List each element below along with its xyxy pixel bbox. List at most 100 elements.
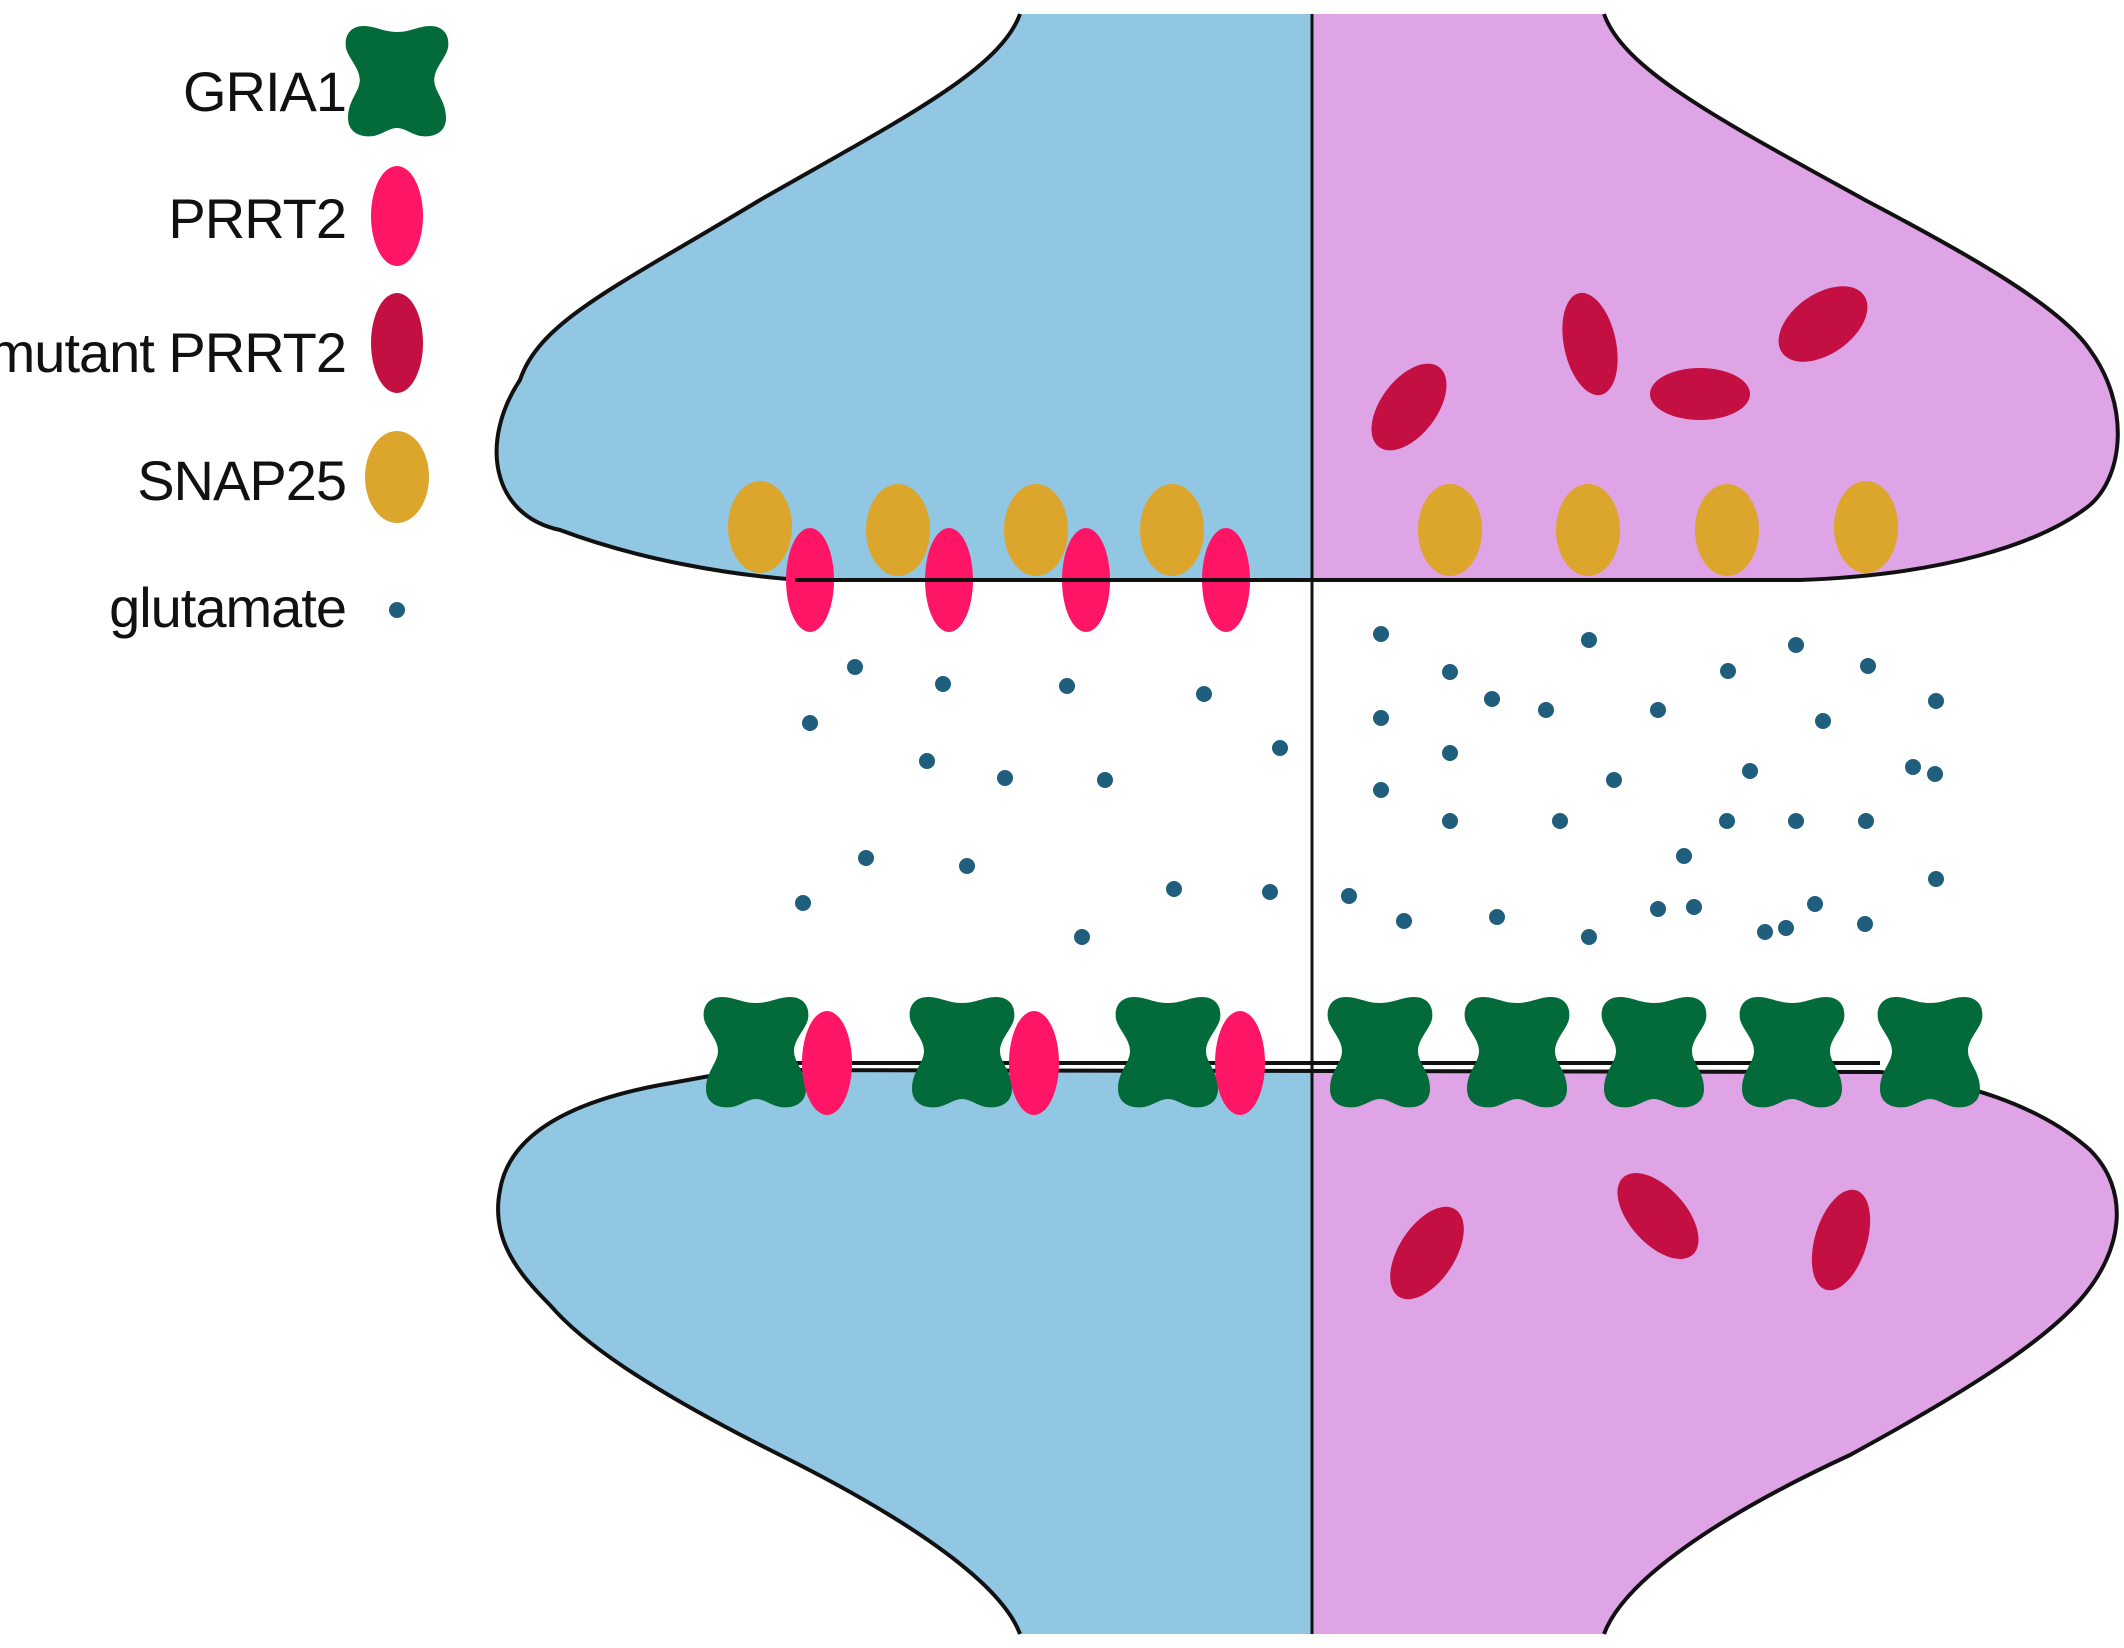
snap25-protein: [1418, 484, 1482, 576]
legend-item-glutamate: glutamate: [109, 576, 405, 639]
glutamate-molecule: [1373, 626, 1389, 642]
glutamate-molecule: [1719, 813, 1735, 829]
glutamate-molecule: [1396, 913, 1412, 929]
glutamate-molecule: [1097, 772, 1113, 788]
snap25-legend-icon: [365, 431, 429, 523]
glutamate-molecule: [1166, 881, 1182, 897]
glutamate-molecule: [1489, 909, 1505, 925]
mutant-prrt2-postsynaptic-group: [1390, 1173, 1871, 1300]
glutamate-molecule: [1788, 813, 1804, 829]
glutamate-molecule: [1262, 884, 1278, 900]
gria1-receptor: [909, 997, 1015, 1108]
gria1-receptor: [1739, 997, 1845, 1108]
snap25-protein: [1140, 484, 1204, 576]
glutamate-molecule: [802, 715, 818, 731]
prrt2-postsynaptic-group: [802, 1011, 1265, 1115]
snap25-protein: [1834, 481, 1898, 573]
glutamate-molecule: [1538, 702, 1554, 718]
legend-label-prrt2: PRRT2: [168, 187, 346, 250]
mutant-prrt2-protein: [1390, 1206, 1464, 1300]
glutamate-group: [795, 626, 1944, 945]
glutamate-molecule: [1927, 766, 1943, 782]
receptor-icon: [345, 26, 449, 137]
glutamate-molecule: [1778, 920, 1794, 936]
glutamate-molecule: [1606, 772, 1622, 788]
glutamate-molecule: [1373, 782, 1389, 798]
legend-label-snap25: SNAP25: [137, 449, 346, 512]
glutamate-molecule: [1807, 896, 1823, 912]
snap25-protein: [728, 481, 792, 573]
snap25-group: [728, 481, 1898, 576]
presynaptic-mutant-half: [1312, 14, 2118, 580]
glutamate-molecule: [1650, 901, 1666, 917]
legend-item-prrt2: PRRT2: [168, 166, 423, 266]
glutamate-molecule: [1857, 916, 1873, 932]
mutant-prrt2-protein: [1371, 363, 1447, 451]
glutamate-molecule: [1720, 663, 1736, 679]
postsynaptic-mutant-half: [1312, 1070, 2117, 1634]
glutamate-molecule: [1074, 929, 1090, 945]
glutamate-legend-icon: [389, 602, 405, 618]
presynaptic-normal-half: [496, 14, 1313, 580]
mutant-prrt2-presynaptic-group: [1371, 286, 1868, 451]
gria1-receptor: [1327, 997, 1433, 1108]
glutamate-molecule: [1581, 929, 1597, 945]
glutamate-molecule: [1373, 710, 1389, 726]
legend: GRIA1 PRRT2 mutant PRRT2 SNAP25 glutamat…: [0, 26, 449, 639]
glutamate-molecule: [1788, 637, 1804, 653]
mutant-prrt2-protein: [1778, 286, 1868, 362]
gria1-receptor: [1115, 997, 1221, 1108]
legend-item-gria1: GRIA1: [183, 26, 449, 137]
snap25-protein: [1695, 484, 1759, 576]
mutant-prrt2-protein: [1811, 1189, 1871, 1291]
glutamate-molecule: [1928, 693, 1944, 709]
legend-label-mutant-prrt2: mutant PRRT2: [0, 321, 346, 384]
glutamate-molecule: [1581, 632, 1597, 648]
postsynaptic-normal-half: [498, 1070, 1313, 1634]
glutamate-molecule: [1059, 678, 1075, 694]
legend-item-mutant-prrt2: mutant PRRT2: [0, 293, 423, 393]
glutamate-molecule: [1676, 848, 1692, 864]
glutamate-molecule: [1757, 924, 1773, 940]
legend-label-glutamate: glutamate: [109, 576, 346, 639]
gria1-receptor: [1877, 997, 1983, 1108]
mutant-prrt2-protein: [1562, 292, 1618, 396]
glutamate-molecule: [1928, 871, 1944, 887]
prrt2-protein: [1215, 1011, 1265, 1115]
snap25-protein: [1556, 484, 1620, 576]
glutamate-molecule: [1650, 702, 1666, 718]
glutamate-molecule: [1484, 691, 1500, 707]
prrt2-protein: [1009, 1011, 1059, 1115]
glutamate-molecule: [1815, 713, 1831, 729]
glutamate-molecule: [1860, 658, 1876, 674]
legend-label-gria1: GRIA1: [183, 60, 346, 123]
mutant-prrt2-legend-icon: [371, 293, 423, 393]
glutamate-molecule: [1858, 813, 1874, 829]
glutamate-molecule: [1742, 763, 1758, 779]
legend-item-snap25: SNAP25: [137, 431, 429, 523]
snap25-protein: [1004, 484, 1068, 576]
glutamate-molecule: [1341, 888, 1357, 904]
postsynaptic-terminal: [496, 1067, 2119, 1635]
glutamate-molecule: [959, 858, 975, 874]
glutamate-molecule: [1196, 686, 1212, 702]
mutant-prrt2-protein: [1617, 1173, 1699, 1259]
glutamate-molecule: [1442, 664, 1458, 680]
snap25-protein: [866, 484, 930, 576]
gria1-receptor: [1601, 997, 1707, 1108]
glutamate-molecule: [935, 676, 951, 692]
prrt2-legend-icon: [371, 166, 423, 266]
glutamate-molecule: [1442, 745, 1458, 761]
glutamate-molecule: [1442, 813, 1458, 829]
glutamate-molecule: [1272, 740, 1288, 756]
prrt2-protein: [802, 1011, 852, 1115]
glutamate-molecule: [847, 659, 863, 675]
glutamate-molecule: [1552, 813, 1568, 829]
glutamate-molecule: [1905, 759, 1921, 775]
glutamate-molecule: [919, 753, 935, 769]
glutamate-molecule: [1686, 899, 1702, 915]
gria1-receptor: [1464, 997, 1570, 1108]
glutamate-molecule: [997, 770, 1013, 786]
glutamate-molecule: [858, 850, 874, 866]
